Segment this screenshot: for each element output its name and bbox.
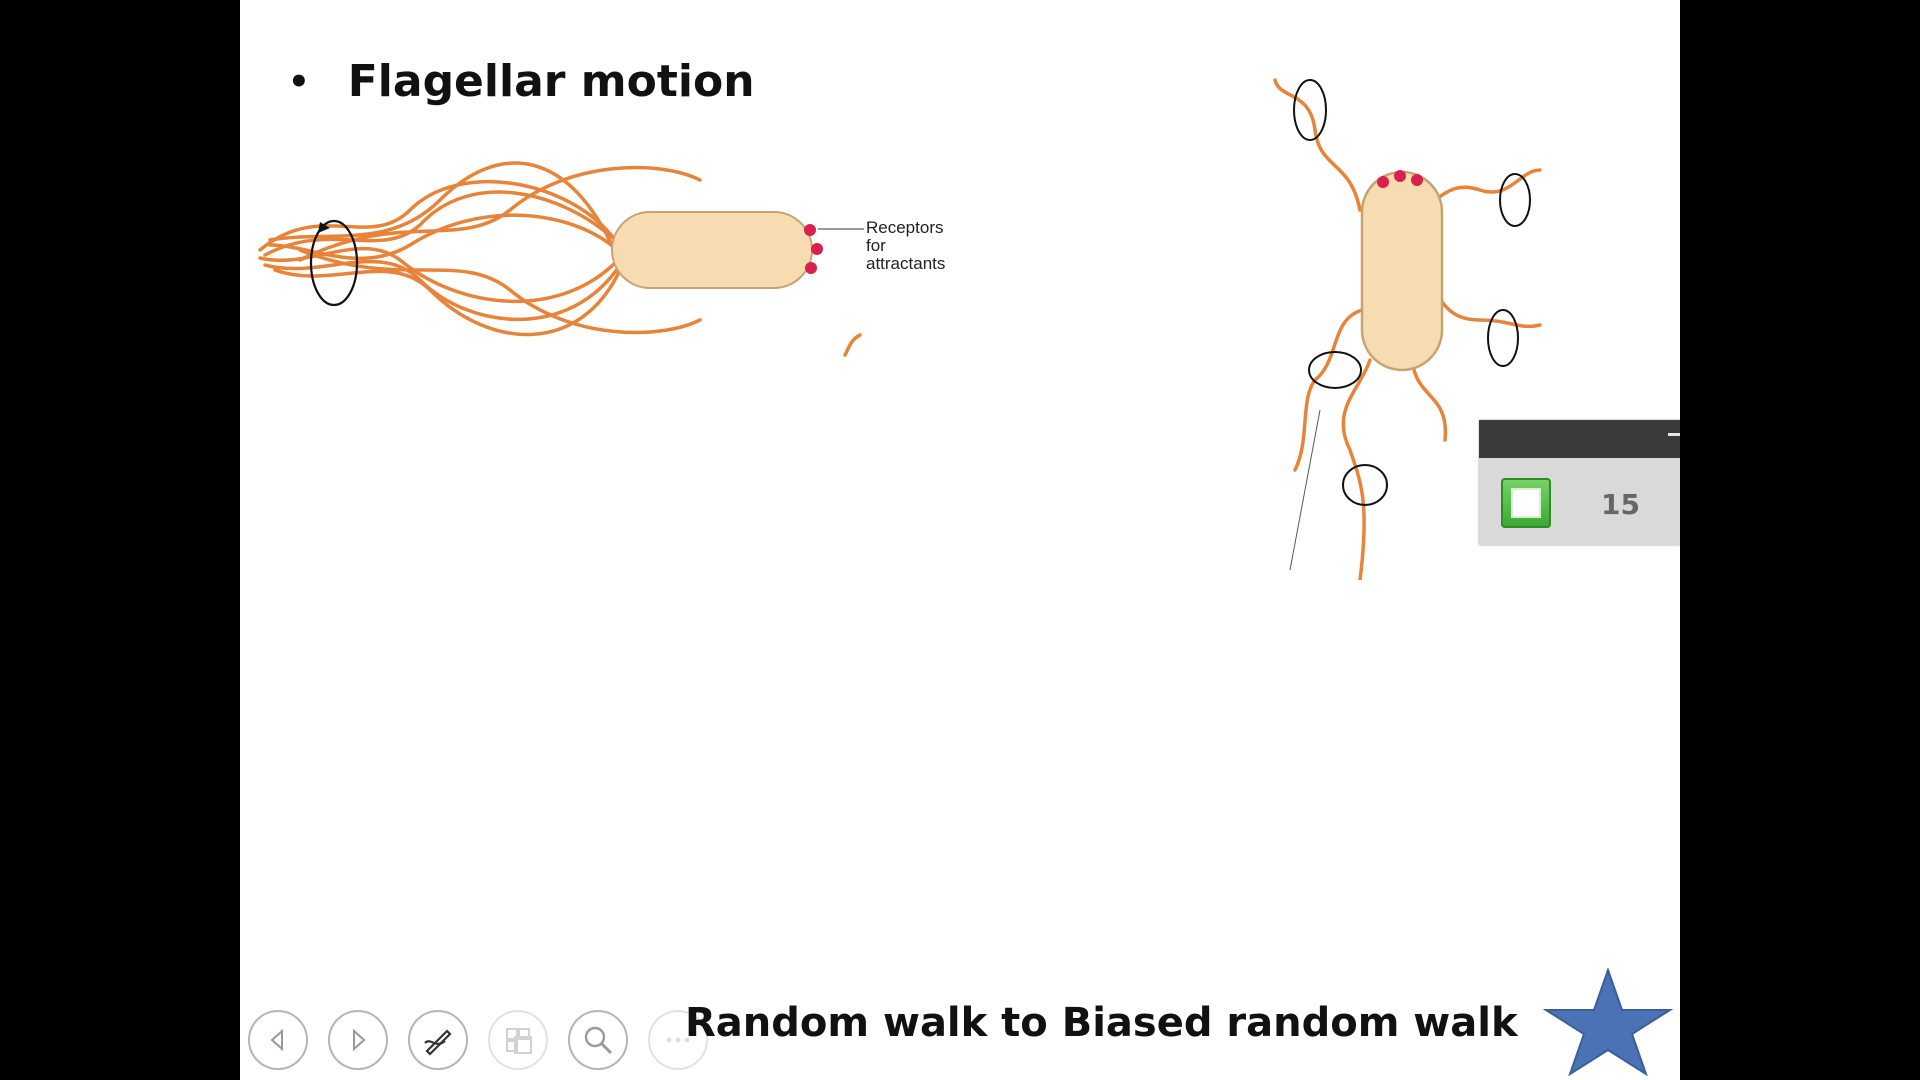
bacterium-tumbling-diagram xyxy=(1273,78,1542,580)
timer-title-bar[interactable] xyxy=(1479,420,1680,458)
next-slide-button[interactable] xyxy=(328,1010,388,1070)
stop-icon xyxy=(1511,488,1541,518)
receptor-label-line: Receptors xyxy=(866,218,944,237)
chevron-left-icon xyxy=(270,1028,283,1052)
receptors-label: Receptors for attractants xyxy=(866,219,996,273)
slide: • Flagellar motion Receptors for attract… xyxy=(240,0,1680,1080)
receptor-label-line: attractants xyxy=(866,254,946,273)
magnifier-icon xyxy=(584,1026,613,1055)
bullet-text: Flagellar motion xyxy=(347,56,755,107)
slide-subtitle: Random walk to Biased random walk xyxy=(685,1000,1518,1046)
chevron-right-icon xyxy=(353,1028,366,1052)
previous-slide-button[interactable] xyxy=(248,1010,308,1070)
receptor-label-line: for xyxy=(866,236,886,255)
slides-grid-icon xyxy=(506,1028,532,1054)
minimize-icon[interactable] xyxy=(1668,433,1680,436)
pen-icon xyxy=(424,1029,452,1056)
stop-recording-button[interactable] xyxy=(1501,478,1551,528)
star-icon xyxy=(1542,968,1674,1076)
bullet-icon: • xyxy=(288,61,310,102)
pen-tool-button[interactable] xyxy=(408,1010,468,1070)
see-all-slides-button[interactable] xyxy=(488,1010,548,1070)
recording-timer-widget: 15 xyxy=(1479,420,1680,545)
zoom-button[interactable] xyxy=(568,1010,628,1070)
ellipsis-icon xyxy=(666,1037,690,1043)
slideshow-controls xyxy=(248,1010,708,1070)
more-options-button[interactable] xyxy=(648,1010,708,1070)
timer-count: 15 xyxy=(1601,488,1640,521)
bullet-heading: • Flagellar motion xyxy=(288,56,755,107)
bacterium-running-diagram xyxy=(258,161,864,357)
